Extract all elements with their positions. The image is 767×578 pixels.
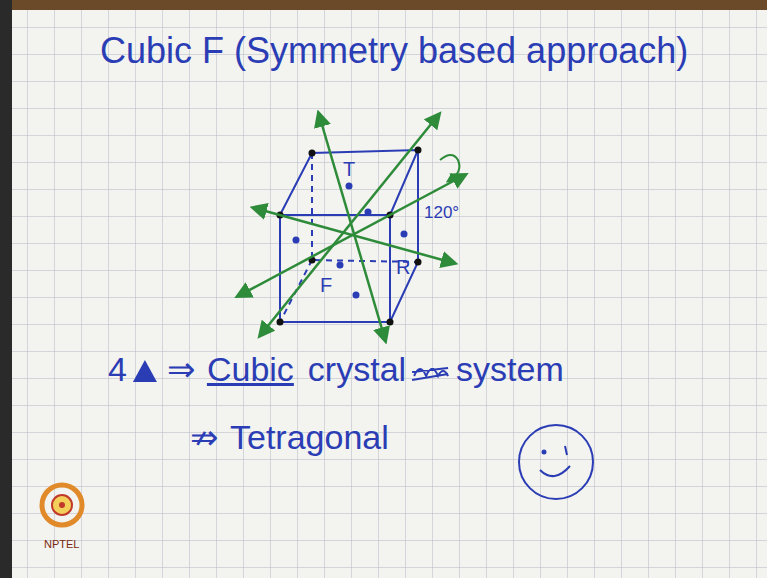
logo-dot (59, 502, 65, 508)
point-label: F (320, 274, 332, 297)
point-label: T (343, 158, 355, 181)
crossed-out-word (412, 368, 448, 380)
rotation-arrow (440, 155, 459, 180)
smiley-face (519, 425, 593, 499)
word: system (456, 350, 564, 389)
point-label: R (396, 256, 410, 279)
corner-point (415, 259, 422, 266)
angle-label: 120° (424, 203, 459, 223)
board-edge (0, 0, 767, 10)
corner-point (415, 147, 422, 154)
face-centre (365, 209, 372, 216)
board-edge (0, 0, 12, 578)
face-centre (346, 183, 353, 190)
face-centre (353, 292, 360, 299)
logo-ring (42, 485, 82, 525)
corner-point (277, 319, 284, 326)
logo-core (52, 495, 72, 515)
corner-point (309, 150, 316, 157)
word: crystal (308, 350, 406, 389)
smiley (519, 425, 593, 499)
threefold-axes (242, 118, 461, 336)
logo-text: NPTEL (44, 538, 79, 551)
slide-title: Cubic F (Symmetry based approach) (100, 30, 688, 71)
face-centre (293, 237, 300, 244)
grid (12, 10, 767, 578)
triangle-symbol (133, 360, 157, 382)
implies-symbol: ⇒ (167, 350, 195, 389)
triangle-symbol (133, 360, 157, 382)
corner-point (387, 319, 394, 326)
face-centre (337, 262, 344, 269)
logo (42, 485, 82, 525)
face-centre (401, 231, 408, 238)
system-name: Cubic (207, 350, 294, 389)
count: 4 (108, 350, 127, 389)
crossed-out-word (412, 368, 448, 380)
smiley-eye (565, 446, 567, 455)
system-name: Tetragonal (230, 418, 389, 457)
body-diagonal (242, 177, 461, 294)
smiley-eye (543, 451, 546, 454)
face-centres (293, 183, 408, 299)
body-diagonal (263, 118, 436, 332)
body-diagonal (320, 118, 384, 336)
not-implies-symbol: ⇏ (190, 418, 218, 457)
smiley-mouth (540, 466, 570, 476)
